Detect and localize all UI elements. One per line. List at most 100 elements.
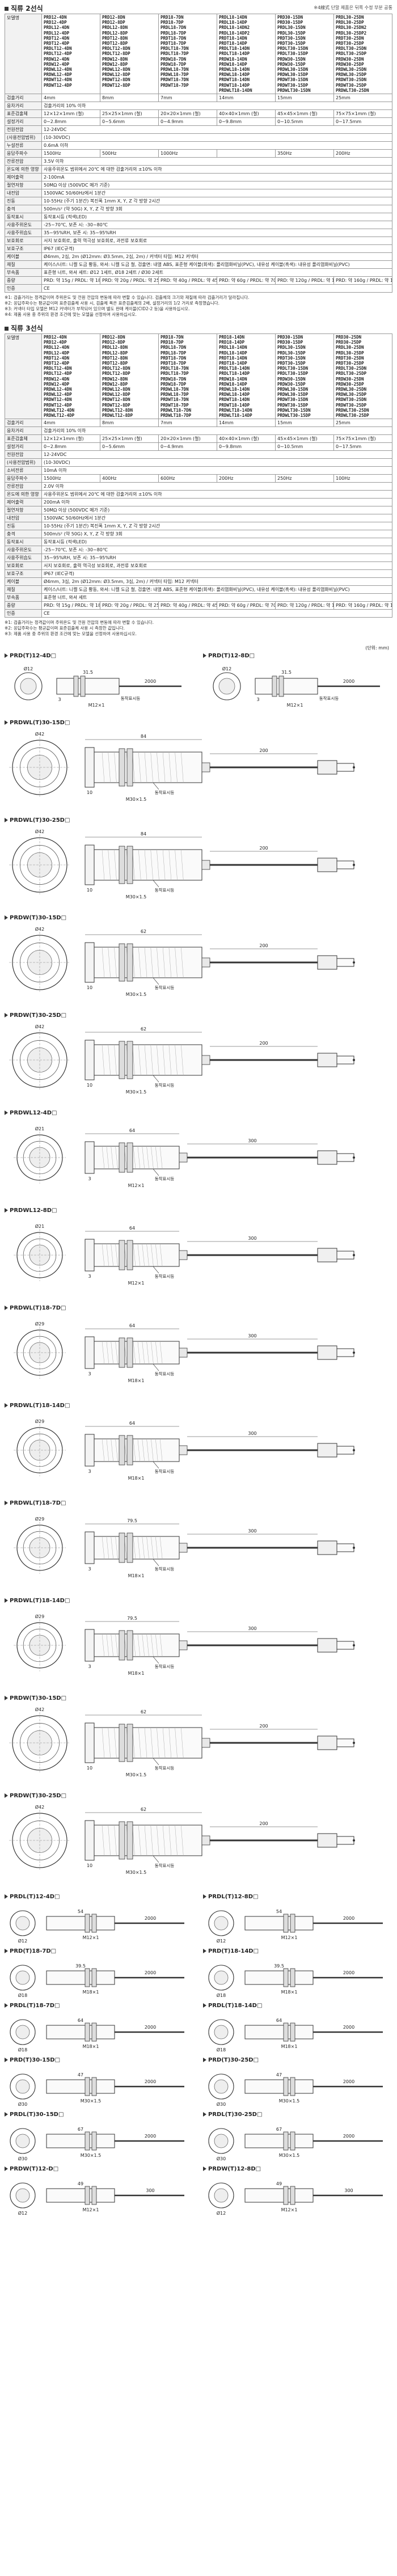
spec-cell: 동작표시등 (적색LED) (41, 213, 392, 222)
dimension-label: 3 (58, 697, 61, 702)
nut (119, 943, 125, 982)
model-name: PRDLT30-15DN (277, 46, 309, 52)
triangle-bullet-icon (5, 915, 8, 920)
spec-cell: 50MΩ 이상 (500VDC 메가 기준) (41, 506, 392, 515)
row-label: 보호회로 (5, 237, 42, 246)
spec-cell: 1500Hz (41, 149, 100, 158)
model-name: PRDWL18-7DN (161, 387, 189, 392)
sensor-head (85, 942, 95, 983)
model-name: PRDL18-14DN (219, 15, 247, 20)
model-name: PRDL30-25DP (336, 350, 364, 356)
model-name: PRD30-15DN (277, 335, 303, 340)
note-line: ※1: 검출거리는 정격값이며 주위온도 및 전원 전압의 변동에 따라 변할 … (5, 295, 250, 300)
model-name (102, 88, 157, 93)
model-name: PRDWLT30-15DN (277, 407, 311, 413)
dimension-label: M30×1.5 (279, 2153, 300, 2158)
row-label: 내전압 (5, 514, 42, 523)
dimension-label: 300 (344, 2188, 353, 2193)
spec-cell: 케이스/너트: 니켈 도금 황동, 와셔: 니켈 도금 철, 검출면: 내열 A… (41, 260, 392, 269)
nut (119, 1435, 125, 1466)
dimension-label: 47 (78, 2072, 83, 2077)
dimension-label: 2000 (343, 679, 354, 684)
dimension-label: M12×1 (83, 2207, 99, 2212)
dimension-label: 300 (248, 1236, 256, 1241)
model-name: PRDW18-7DP (161, 381, 187, 387)
connector-thread (336, 1055, 354, 1065)
dimension-label: 동작표시등 (155, 1663, 175, 1669)
model-name: PRDWL30-15DP (277, 72, 309, 78)
model-name: PRD12-8DP (102, 20, 125, 26)
triangle-bullet-icon (5, 1696, 8, 1700)
connector (317, 1735, 337, 1750)
spec-cell: PRD: 약 20g / PRDL: 약 25g (100, 276, 159, 285)
model-name: PRDWT30-15DN (277, 397, 309, 403)
row-label: 설정거리 (5, 117, 42, 126)
nut (119, 1724, 125, 1762)
dimension-label: 54 (276, 1909, 282, 1914)
drawing-title: PRDWL(T)18-14D□ (5, 1403, 70, 1409)
sensor-head (85, 1336, 95, 1369)
dimension-label: 3 (88, 1176, 91, 1181)
triangle-bullet-icon (203, 2058, 206, 2062)
connector-thread (336, 1348, 354, 1357)
model-name: PRDWT18-14DP (219, 82, 250, 88)
model-name (44, 88, 98, 93)
model-name: PRDWL30-15DN (277, 387, 309, 392)
model-name: PRDL30-15DN (277, 25, 306, 31)
spec-cell: 100Hz (333, 474, 392, 483)
dimension-label: 200 (259, 943, 268, 948)
dimension-label: 64 (129, 1323, 135, 1328)
nut (126, 748, 133, 787)
spec-cell: 40×40×1mm (철) (217, 434, 276, 444)
cable-gland (201, 1055, 210, 1065)
spec-cell: PRD: 약 15g / PRDL: 약 18g / PRDT: 약 30g (41, 276, 100, 285)
row-label: 부속품 (5, 268, 42, 277)
nut (126, 1821, 133, 1860)
model-name: PRDT30-25DN (336, 355, 364, 361)
drawing-title: PRD(T)30-15D□ (5, 2057, 60, 2063)
sensor-head (85, 747, 95, 788)
model-name: PRDWL12-4DP (44, 72, 72, 78)
dimension-label: M12×1 (281, 1935, 298, 1940)
model-name: PRDWL12-4DP (44, 392, 72, 398)
model-name: PRDLT30-25DP (336, 371, 367, 377)
spec-cell: 250Hz (275, 474, 334, 483)
spec-cell: PRD: 약 40g / PRDL: 약 45g (158, 601, 217, 610)
dimension-label: Ø30 (18, 2101, 27, 2107)
spec-cell: IP67 (IEC규격) (41, 244, 392, 254)
dimension-label: Ø42 (35, 1024, 44, 1029)
cable-gland (201, 957, 210, 968)
spec-cell: 8mm (100, 419, 159, 428)
row-label: 잔류전압 (5, 157, 42, 166)
model-name: PRDT12-8DN (102, 355, 128, 361)
dimension-label: Ø30 (217, 2101, 226, 2107)
row-label: 보호회로 (5, 561, 42, 571)
dimension-label: 31.5 (281, 670, 292, 675)
drawing-title: PRDW(T)30-25D□ (5, 1793, 66, 1799)
dimension-label: 3 (88, 1566, 91, 1572)
model-name: PRDWT12-8DP (102, 402, 130, 408)
spec-cell: PRD: 약 40g / PRDL: 약 45g (158, 276, 217, 285)
connector (317, 760, 337, 775)
dimension-label: 39.5 (274, 1963, 284, 1969)
spec-cell: 14mm (217, 94, 276, 103)
model-name: PRDWT30-25DP (336, 82, 367, 88)
spec-cell: 4mm (41, 419, 100, 428)
model-name: PRDWLT30-25DP (336, 413, 369, 419)
model-name: PRDW12-4DN (44, 56, 70, 62)
row-label: (사용전압범위) (5, 133, 42, 142)
dimension-label: 2000 (145, 1916, 156, 1921)
model-name: PRD12-4DN (44, 15, 67, 20)
model-name: PRDT18-14DP (219, 361, 247, 366)
dimension-label: 10 (87, 985, 92, 990)
